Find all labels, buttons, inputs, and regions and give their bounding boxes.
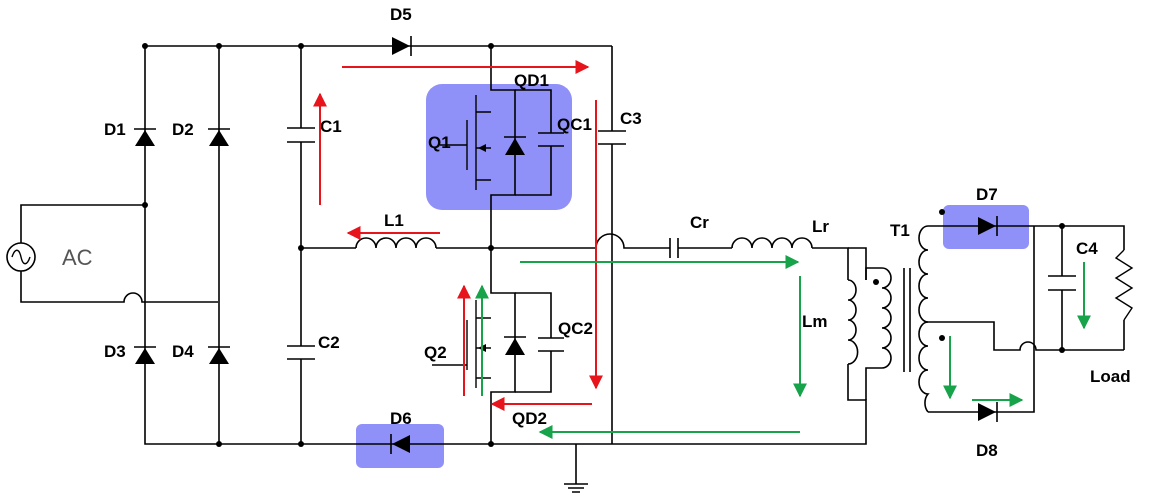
ac-source xyxy=(6,204,218,303)
label-ac: AC xyxy=(62,245,93,270)
label-qd2: QD2 xyxy=(512,409,547,428)
node xyxy=(298,245,304,251)
node xyxy=(142,202,148,208)
label-d8: D8 xyxy=(976,441,998,460)
d7-diode xyxy=(978,216,998,236)
label-d2: D2 xyxy=(172,120,194,139)
label-c2: C2 xyxy=(318,333,340,352)
d5-diode xyxy=(392,36,412,56)
label-d4: D4 xyxy=(172,342,194,361)
transformer-t1 xyxy=(865,209,945,413)
d6-diode xyxy=(390,434,410,454)
label-d3: D3 xyxy=(104,342,126,361)
label-load: Load xyxy=(1090,367,1131,386)
label-q1: Q1 xyxy=(428,133,451,152)
label-lm: Lm xyxy=(802,312,828,331)
ground-symbol xyxy=(564,444,588,493)
label-cr: Cr xyxy=(690,213,709,232)
node xyxy=(216,441,222,447)
node xyxy=(1059,223,1065,229)
d2-diode xyxy=(208,128,230,146)
node xyxy=(216,43,222,49)
label-q2: Q2 xyxy=(424,343,447,362)
d4-diode xyxy=(208,346,230,364)
label-c1: C1 xyxy=(320,117,342,136)
resonant-tank xyxy=(612,237,867,445)
label-d5: D5 xyxy=(390,5,412,24)
current-arrows-green xyxy=(475,255,1091,439)
label-t1: T1 xyxy=(890,221,910,240)
current-arrows-red xyxy=(313,60,603,411)
label-d1: D1 xyxy=(104,120,126,139)
bridge-wiring xyxy=(144,45,612,445)
node xyxy=(298,441,304,447)
d1-diode xyxy=(134,128,156,146)
label-d6: D6 xyxy=(390,409,412,428)
label-c4: C4 xyxy=(1076,239,1098,258)
d8-diode xyxy=(978,402,998,422)
node xyxy=(488,441,494,447)
node xyxy=(488,245,494,251)
node xyxy=(298,43,304,49)
node xyxy=(142,43,148,49)
q2-mosfet xyxy=(432,248,564,444)
q1-highlight xyxy=(426,84,572,210)
c3-branch xyxy=(598,46,626,444)
label-qc2: QC2 xyxy=(558,319,593,338)
label-l1: L1 xyxy=(384,211,404,230)
label-qd1: QD1 xyxy=(514,71,549,90)
label-lr: Lr xyxy=(812,217,829,236)
q1-mosfet xyxy=(440,46,564,248)
label-c3: C3 xyxy=(620,109,642,128)
label-d7: D7 xyxy=(976,185,998,204)
node xyxy=(488,43,494,49)
node xyxy=(1059,347,1065,353)
c1-c2-branch xyxy=(287,46,670,444)
label-qc1: QC1 xyxy=(557,115,592,134)
d3-diode xyxy=(134,346,156,364)
